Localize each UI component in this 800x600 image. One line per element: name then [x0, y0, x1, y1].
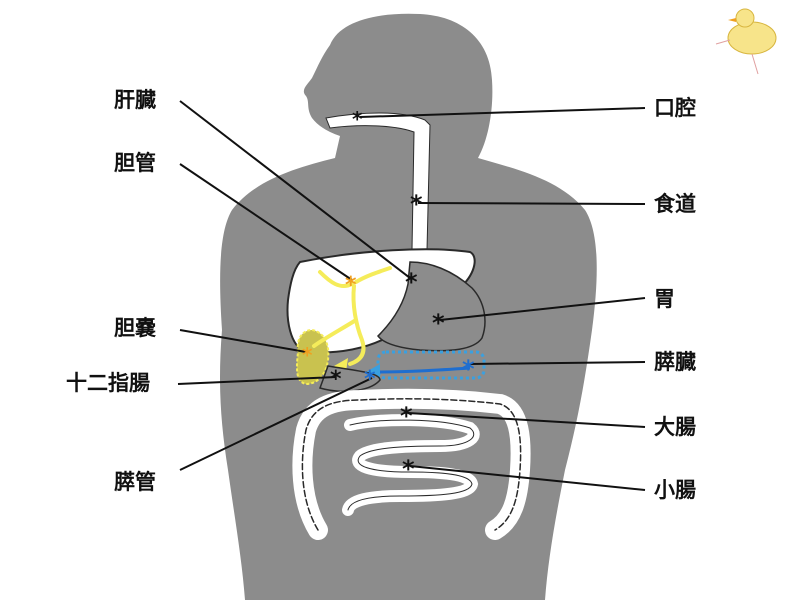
pointer-gallbladder: [179, 329, 307, 353]
marker-esophagus: *: [410, 190, 423, 218]
label-stomach: 胃: [654, 287, 675, 311]
pointer-lines: [177, 100, 646, 491]
duckling-illustration: [715, 8, 777, 75]
duckling-head: [735, 8, 755, 28]
label-pancreatic-duct: 膵管: [114, 470, 156, 494]
bile-duct-branch-left: [318, 270, 354, 289]
marker-bile-duct: *: [345, 273, 357, 298]
stomach: [377, 261, 486, 352]
pointer-duodenum: [177, 376, 337, 385]
bile-duct-main: [348, 284, 366, 366]
pointer-mouth: [359, 107, 646, 118]
large-intestine-edge: [301, 398, 522, 531]
bile-duct-tree: [312, 266, 392, 366]
label-pancreas: 膵臓: [654, 350, 696, 374]
label-gallbladder: 胆嚢: [114, 316, 156, 340]
marker-gallbladder: *: [302, 343, 313, 367]
small-intestine-edge: [347, 419, 475, 511]
intestines: [292, 388, 531, 540]
pointer-stomach: [439, 297, 646, 321]
label-mouth: 口腔: [654, 96, 696, 120]
label-large-intestine: 大腸: [654, 415, 696, 439]
marker-duodenum: *: [330, 367, 342, 392]
marker-stomach: *: [432, 309, 445, 337]
cystic-duct: [312, 318, 358, 348]
bile-duct-branch-right: [354, 266, 392, 284]
marker-pancreas: *: [462, 355, 475, 383]
marker-mouth: *: [352, 107, 363, 131]
pancreatic-duct: [377, 366, 471, 374]
pointer-pancreas: [469, 361, 646, 365]
marker-liver: *: [405, 268, 418, 296]
pointer-esophagus: [417, 202, 646, 205]
label-small-intestine: 小腸: [654, 478, 696, 502]
duckling-arm: [715, 39, 731, 45]
marker-pancreatic-duct: *: [364, 367, 376, 392]
duodenum: [319, 365, 381, 393]
pointer-liver: [179, 100, 411, 279]
markers: * * * * * * * * * * *: [302, 107, 475, 483]
duckling-body: [727, 21, 777, 55]
label-bile-duct: 胆管: [114, 151, 156, 175]
pointer-pancreatic-duct: [179, 377, 373, 471]
duckling-beak: [728, 18, 736, 22]
label-liver: 肝臓: [114, 88, 156, 112]
pointer-bile-duct: [179, 163, 353, 281]
marker-small-intestine: *: [402, 455, 415, 483]
label-duodenum: 十二指腸: [66, 371, 150, 395]
pancreas-outline: [376, 350, 486, 380]
label-esophagus: 食道: [654, 192, 696, 216]
marker-large-intestine: *: [400, 402, 413, 430]
pointer-small-intestine: [409, 465, 646, 491]
duckling-leg: [751, 53, 759, 75]
pointer-large-intestine: [407, 412, 646, 428]
